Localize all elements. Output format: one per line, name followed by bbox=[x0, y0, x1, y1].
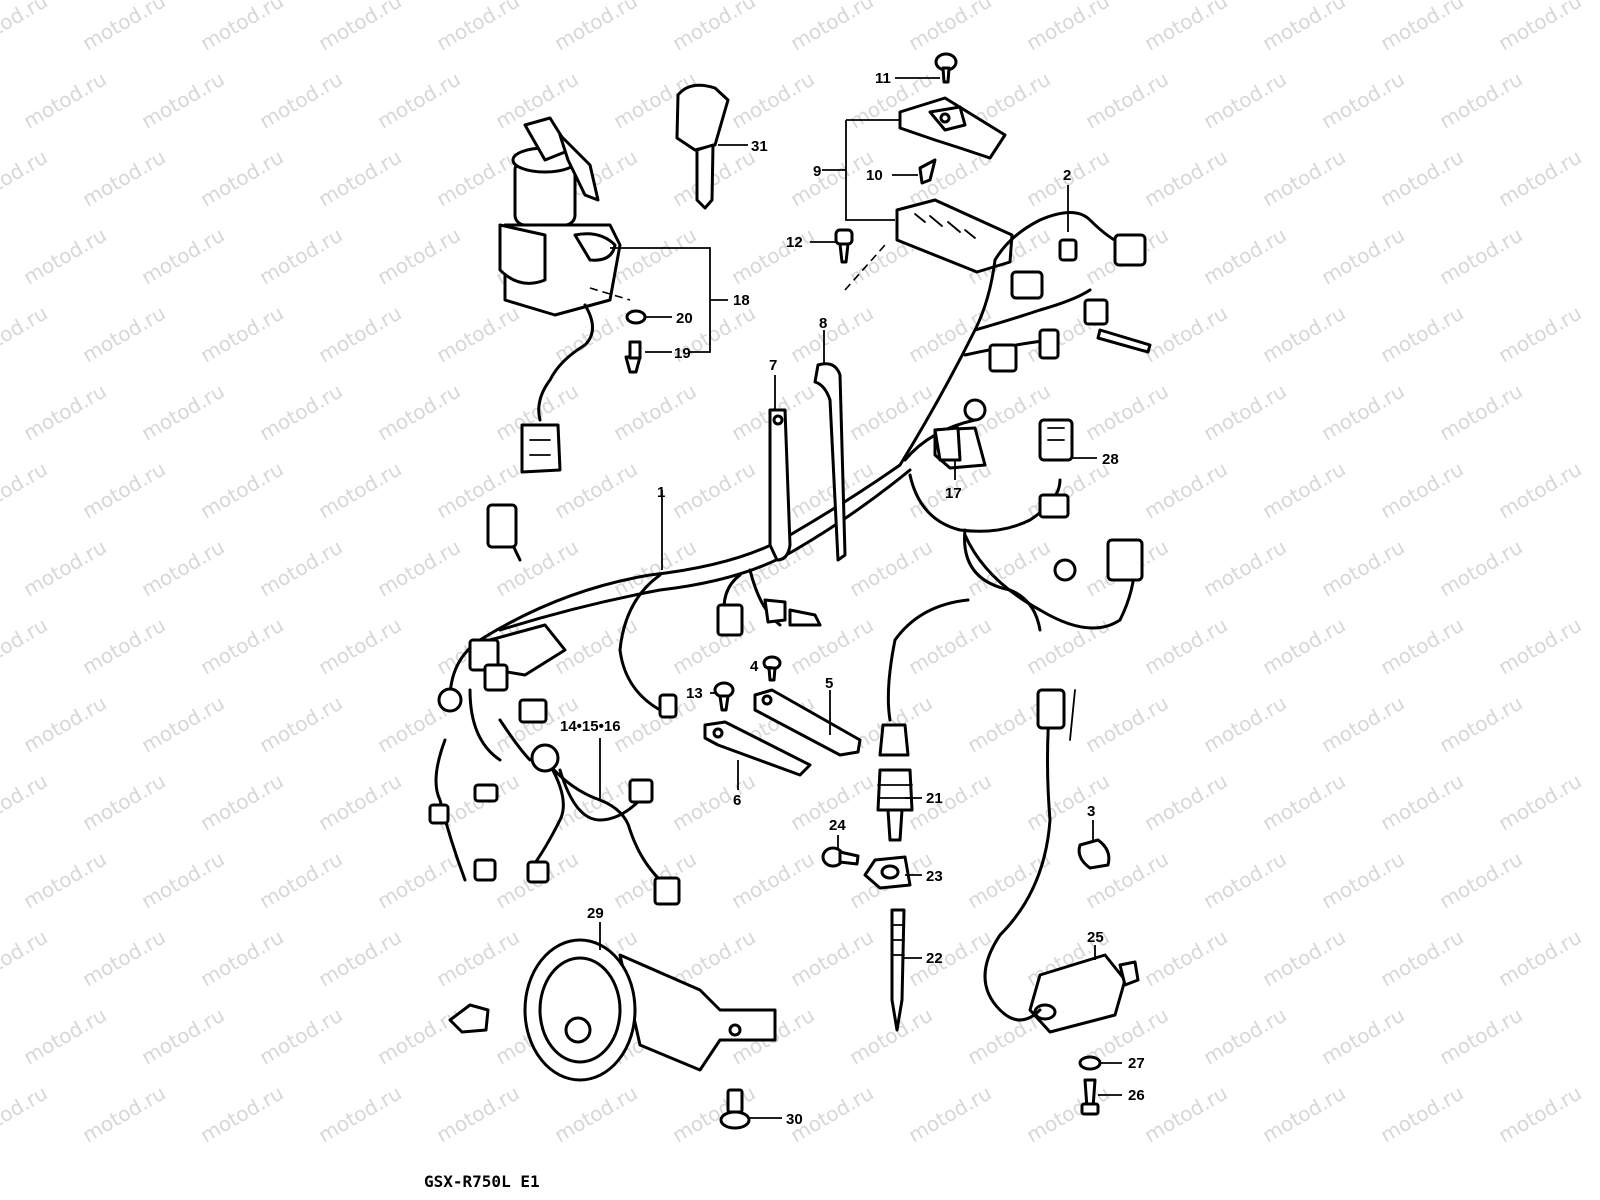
callout-17: 17 bbox=[945, 485, 962, 502]
callout-31: 31 bbox=[751, 138, 768, 155]
ignition-key bbox=[675, 83, 730, 210]
callout-5: 5 bbox=[825, 675, 833, 692]
horn-bolt bbox=[719, 1088, 751, 1130]
leader-lines bbox=[599, 77, 1122, 1119]
screw-4 bbox=[762, 655, 782, 682]
callout-labels: 1 2 3 4 5 6 7 8 9 10 11 12 13 14•15•16 1… bbox=[560, 70, 1145, 1128]
callout-19: 19 bbox=[674, 345, 691, 362]
fuse-box-body bbox=[895, 198, 1014, 274]
callout-1: 1 bbox=[657, 484, 665, 501]
callout-18: 18 bbox=[733, 292, 750, 309]
callout-26: 26 bbox=[1128, 1087, 1145, 1104]
callout-25: 25 bbox=[1087, 929, 1104, 946]
callout-20: 20 bbox=[676, 310, 693, 327]
relay-17 bbox=[933, 426, 962, 462]
callout-9: 9 bbox=[813, 163, 821, 180]
clamp-5 bbox=[753, 688, 862, 757]
ignition-switch bbox=[498, 116, 622, 474]
washer-27 bbox=[1078, 1055, 1102, 1071]
callout-28: 28 bbox=[1102, 451, 1119, 468]
cable-tie-7 bbox=[768, 408, 792, 562]
bracket-23 bbox=[863, 855, 912, 890]
ignition-screw bbox=[624, 340, 642, 374]
callout-4: 4 bbox=[750, 658, 759, 675]
callout-2: 2 bbox=[1063, 167, 1071, 184]
bolt-24 bbox=[821, 846, 860, 868]
model-label: GSX-R750L E1 bbox=[424, 1172, 540, 1191]
callout-14-15-16: 14•15•16 bbox=[560, 718, 621, 735]
rod-22 bbox=[890, 908, 906, 1032]
callout-8: 8 bbox=[819, 315, 827, 332]
bolt-26 bbox=[1080, 1078, 1100, 1116]
callout-23: 23 bbox=[926, 868, 943, 885]
callout-12: 12 bbox=[786, 234, 803, 251]
callout-6: 6 bbox=[733, 792, 741, 809]
sensor-25 bbox=[983, 688, 1140, 1034]
clip-3 bbox=[1077, 838, 1111, 870]
callout-22: 22 bbox=[926, 950, 943, 967]
cable-tie-8 bbox=[813, 362, 847, 562]
fuse-box-bolt bbox=[834, 228, 854, 264]
callout-29: 29 bbox=[587, 905, 604, 922]
callout-7: 7 bbox=[769, 357, 777, 374]
ignition-washer bbox=[625, 309, 647, 325]
callout-11: 11 bbox=[875, 70, 891, 87]
neutral-switch bbox=[876, 723, 914, 842]
clamp-6 bbox=[703, 720, 812, 777]
fuse-box-screw bbox=[934, 52, 958, 84]
callout-13: 13 bbox=[686, 685, 703, 702]
callout-30: 30 bbox=[786, 1111, 803, 1128]
connector-28 bbox=[1047, 427, 1065, 441]
callout-21: 21 bbox=[926, 790, 943, 807]
fuse-box-cover bbox=[898, 96, 1007, 160]
front-arrow-icon bbox=[448, 1003, 490, 1034]
horn bbox=[523, 938, 777, 1082]
callout-10: 10 bbox=[866, 167, 883, 184]
callout-27: 27 bbox=[1128, 1055, 1145, 1072]
harness-connectors bbox=[428, 233, 1152, 906]
callout-24: 24 bbox=[829, 817, 846, 834]
fuse bbox=[918, 158, 937, 185]
callout-3: 3 bbox=[1087, 803, 1095, 820]
screw-13 bbox=[713, 681, 735, 712]
